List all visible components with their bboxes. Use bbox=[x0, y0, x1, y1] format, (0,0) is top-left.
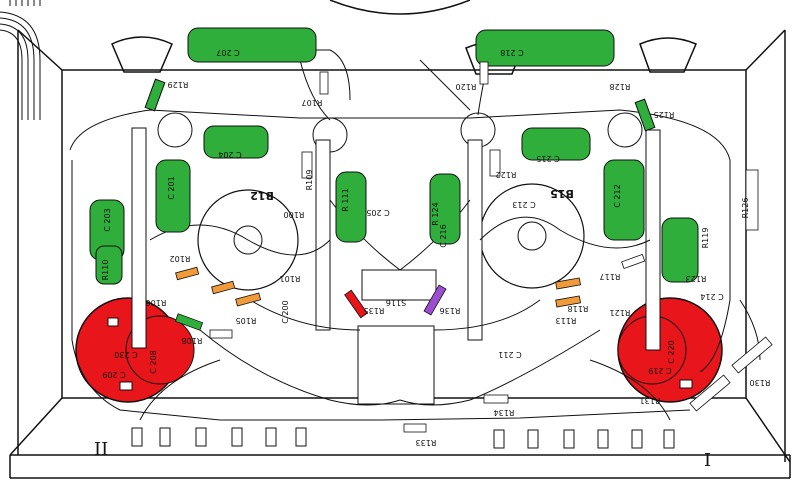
component-label-c213: C 213 bbox=[512, 200, 535, 209]
channel-i-marker: I bbox=[704, 450, 711, 471]
component-label-r129: R129 bbox=[168, 80, 189, 89]
component-label-c208: C 208 bbox=[149, 350, 158, 373]
tube-sockets bbox=[157, 112, 643, 291]
component-label-r126: R126 bbox=[741, 198, 750, 219]
component-label-r105: R105 bbox=[236, 316, 257, 325]
component-label-r134: R134 bbox=[494, 408, 515, 417]
component-label-r133: R133 bbox=[416, 438, 437, 447]
component-label-r130: R130 bbox=[750, 378, 771, 387]
component-label-c215: C 215 bbox=[536, 154, 559, 163]
selector-switch bbox=[357, 269, 437, 405]
component-label-r102: R102 bbox=[170, 254, 191, 263]
component-label-r100: R100 bbox=[284, 210, 305, 219]
component-label-c201: C 201 bbox=[167, 176, 176, 199]
speaker-terminal-blocks bbox=[131, 427, 675, 449]
component-label-r117: R117 bbox=[600, 272, 621, 281]
component-label-b15: B15 bbox=[550, 187, 574, 200]
chassis bbox=[0, 0, 791, 479]
component-label-b12: B12 bbox=[250, 189, 274, 202]
component-label-c220: C 220 bbox=[667, 340, 676, 363]
component-label-r109: R109 bbox=[305, 170, 314, 191]
component-label-c212: C 212 bbox=[613, 184, 622, 207]
resistors bbox=[174, 61, 773, 433]
component-label-c214: C 214 bbox=[700, 292, 723, 301]
component-label-r121: R121 bbox=[610, 308, 631, 317]
component-label-c216: C 216 bbox=[439, 224, 448, 247]
component-label-c218: C 218 bbox=[500, 48, 523, 57]
component-label-c230: C 230 bbox=[114, 350, 137, 359]
component-label-c219: C 219 bbox=[648, 366, 671, 375]
component-label-c205: C 205 bbox=[366, 208, 389, 217]
component-label-r119: R119 bbox=[701, 228, 710, 249]
component-label-r120: R120 bbox=[456, 82, 477, 91]
component-label-r110: R110 bbox=[101, 260, 110, 281]
component-label-r122: R122 bbox=[496, 170, 517, 179]
component-label-r124: R 124 bbox=[431, 202, 440, 225]
component-label-r123: R123 bbox=[686, 274, 707, 283]
component-label-r135: R135 bbox=[364, 306, 385, 315]
component-label-r111: R 111 bbox=[341, 188, 350, 211]
component-label-r128: R128 bbox=[610, 82, 631, 91]
component-label-r107: R107 bbox=[302, 98, 323, 107]
component-label-c204: C 204 bbox=[218, 150, 241, 159]
component-label-c207: C 207 bbox=[216, 48, 239, 57]
component-label-c200: C 200 bbox=[281, 300, 290, 323]
component-label-r131: R131 bbox=[640, 396, 661, 405]
component-label-r136: R136 bbox=[440, 306, 461, 315]
terminal-strips bbox=[131, 127, 661, 351]
component-label-c209: C 209 bbox=[102, 370, 125, 379]
component-label-r108: R108 bbox=[182, 336, 203, 345]
component-label-r125: R125 bbox=[654, 110, 675, 119]
component-label-r106: R106 bbox=[146, 298, 167, 307]
wiring bbox=[69, 49, 761, 421]
component-label-r118: R118 bbox=[568, 304, 589, 313]
capacitors bbox=[89, 27, 699, 285]
component-label-c211: C 211 bbox=[498, 350, 521, 359]
component-label-r101: R101 bbox=[280, 274, 301, 283]
channel-ii-marker: II bbox=[94, 439, 108, 460]
component-label-r113: R113 bbox=[556, 316, 577, 325]
component-label-c203: C 203 bbox=[103, 208, 112, 231]
component-label-s116: S116 bbox=[386, 298, 406, 307]
